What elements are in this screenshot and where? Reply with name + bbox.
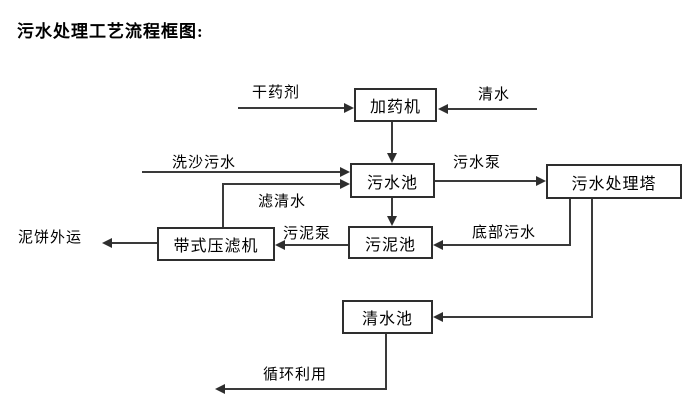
node-dosing-machine-label: 加药机 xyxy=(369,99,421,116)
node-clean-water-pool: 清水池 xyxy=(342,300,433,334)
edge-label-sludge-pump: 污泥泵 xyxy=(283,226,332,242)
edge-label-mud-cake-out: 泥饼外运 xyxy=(18,230,83,246)
edge-bottom-sewage-vline xyxy=(569,199,571,246)
node-sewage-pool: 污水池 xyxy=(350,163,435,198)
node-belt-filter-press: 带式压滤机 xyxy=(157,227,275,261)
edge-sand-wash-line xyxy=(142,171,340,173)
edge-bottom-sewage-hline xyxy=(443,244,571,246)
edge-filtered-water-hline xyxy=(222,183,340,185)
node-sludge-pool-label: 污泥池 xyxy=(364,236,416,254)
edge-label-dry-agent: 干药剂 xyxy=(252,85,301,101)
arrow-right-icon xyxy=(344,103,354,113)
node-dosing-machine: 加药机 xyxy=(354,88,437,122)
edge-filtered-water-vline xyxy=(222,184,224,227)
edge-dry-agent-line xyxy=(238,107,344,109)
arrow-left-icon xyxy=(102,238,112,248)
arrow-right-icon xyxy=(340,179,350,189)
arrow-left-icon xyxy=(433,312,443,322)
edge-sewage-pump-line xyxy=(435,180,536,182)
edge-label-bottom-sewage: 底部污水 xyxy=(472,225,537,241)
edge-label-sand-wash: 洗沙污水 xyxy=(172,155,237,171)
node-treatment-tower-label: 污水处理塔 xyxy=(571,175,657,193)
arrow-left-icon xyxy=(215,384,225,394)
arrow-right-icon xyxy=(340,167,350,177)
edge-sludge-pump-line xyxy=(285,244,348,246)
edge-label-sewage-pump: 污水泵 xyxy=(453,155,502,171)
arrow-down-icon xyxy=(387,153,397,163)
edge-sewage-to-sludge-line xyxy=(391,198,393,217)
edge-recycle-vline xyxy=(385,334,387,390)
page-title: 污水处理工艺流程框图: xyxy=(17,22,204,41)
node-sludge-pool: 污泥池 xyxy=(348,226,433,259)
edge-label-clean-water: 清水 xyxy=(478,87,511,103)
node-clean-water-pool-label: 清水池 xyxy=(361,311,413,328)
arrow-down-icon xyxy=(387,216,397,226)
arrow-left-icon xyxy=(438,104,448,114)
node-treatment-tower: 污水处理塔 xyxy=(546,164,682,199)
edge-label-recycle-use: 循环利用 xyxy=(263,367,328,383)
arrow-left-icon xyxy=(275,240,285,250)
arrow-right-icon xyxy=(536,176,546,186)
edge-mud-cake-line xyxy=(112,242,157,244)
node-belt-filter-press-label: 带式压滤机 xyxy=(173,238,259,255)
edge-tower-to-clean-vline xyxy=(591,199,593,318)
edge-label-filtered-water: 滤清水 xyxy=(258,194,307,210)
edge-recycle-hline xyxy=(225,388,387,390)
node-sewage-pool-label: 污水池 xyxy=(366,174,418,192)
edge-clean-water-line xyxy=(448,108,537,110)
arrow-left-icon xyxy=(433,240,443,250)
edge-dosing-to-sewage-line xyxy=(391,122,393,154)
edge-tower-to-clean-hline xyxy=(443,316,593,318)
